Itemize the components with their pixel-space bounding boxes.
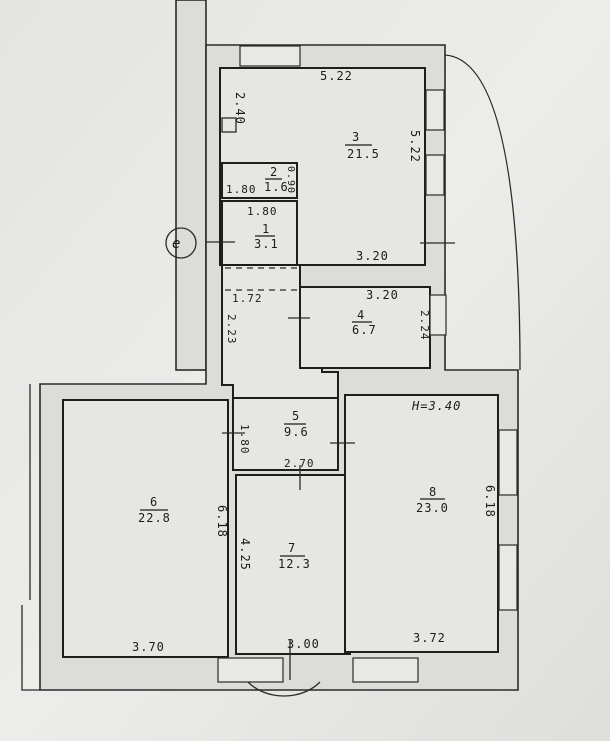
room-5-dim-depth: 1.80 xyxy=(238,424,251,455)
room-6-number: 6 xyxy=(150,495,158,509)
room-6-dim-depth: 6.18 xyxy=(215,505,229,538)
room-2-number: 2 xyxy=(270,165,278,179)
room-1-dim: 1.80 xyxy=(247,205,278,218)
room-7-dim-width: 3.00 xyxy=(287,637,320,651)
room-1-number: 1 xyxy=(262,222,270,236)
room-7-dim-depth: 4.25 xyxy=(238,538,252,571)
room-6-dim-width: 3.70 xyxy=(132,640,165,654)
room-4 xyxy=(299,286,431,369)
window xyxy=(239,45,301,67)
window xyxy=(429,294,447,336)
window xyxy=(498,429,518,496)
room-3-area: 21.5 xyxy=(347,147,380,161)
room-7 xyxy=(235,474,351,655)
room-labels: 3 21.5 5.22 2.40 5.22 3.20 2 1.6 1.80 0.… xyxy=(132,69,497,654)
corridor-dim-width: 1.72 xyxy=(232,292,263,305)
rooms xyxy=(62,67,499,658)
room-7-number: 7 xyxy=(288,541,296,555)
room-6 xyxy=(62,399,229,658)
windows xyxy=(217,45,518,697)
room-4-area: 6.7 xyxy=(352,323,377,337)
room-3-dim-left: 2.40 xyxy=(233,92,247,125)
room-8-number: 8 xyxy=(429,485,437,499)
room-1 xyxy=(221,200,298,266)
window xyxy=(352,657,419,683)
room-1-area: 3.1 xyxy=(254,237,279,251)
room-2 xyxy=(221,162,298,199)
circled-marker: e xyxy=(165,227,197,259)
room-8-dim-depth: 6.18 xyxy=(483,485,497,518)
room-3-number: 3 xyxy=(352,130,360,144)
window xyxy=(425,154,445,196)
balcony-arc xyxy=(247,681,321,697)
chimney-block xyxy=(221,117,237,133)
room-3-dim-right: 5.22 xyxy=(408,130,422,163)
room-3-dim-bottom: 3.20 xyxy=(356,249,389,263)
window xyxy=(425,89,445,131)
room-8-dim-width: 3.72 xyxy=(413,631,446,645)
marker-text: e xyxy=(172,236,181,252)
room-8 xyxy=(344,394,499,653)
room-2-dim-width: 1.80 xyxy=(226,183,257,196)
room-7-area: 12.3 xyxy=(278,557,311,571)
room-3-dim-top: 5.22 xyxy=(320,69,353,83)
room-5-area: 9.6 xyxy=(284,425,309,439)
door-marks xyxy=(206,241,455,680)
ceiling-height-note: H=3.40 xyxy=(411,399,461,413)
room-5-dim-width: 2.70 xyxy=(284,457,315,470)
room-5-number: 5 xyxy=(292,409,300,423)
room-2-dim-depth: 0.90 xyxy=(285,166,296,194)
left-wall-line-lower xyxy=(21,605,40,691)
window xyxy=(217,657,284,683)
room-4-dim-width: 3.20 xyxy=(366,288,399,302)
room-2-area: 1.6 xyxy=(264,180,289,194)
room-4-dim-depth: 2.24 xyxy=(418,310,431,341)
window xyxy=(498,544,518,611)
room-4-number: 4 xyxy=(357,308,365,322)
curved-facade-line xyxy=(444,54,521,371)
room-8-area: 23.0 xyxy=(416,501,449,515)
room-5 xyxy=(232,397,339,471)
room-6-area: 22.8 xyxy=(138,511,171,525)
corridor-dim-length: 2.23 xyxy=(225,314,238,345)
